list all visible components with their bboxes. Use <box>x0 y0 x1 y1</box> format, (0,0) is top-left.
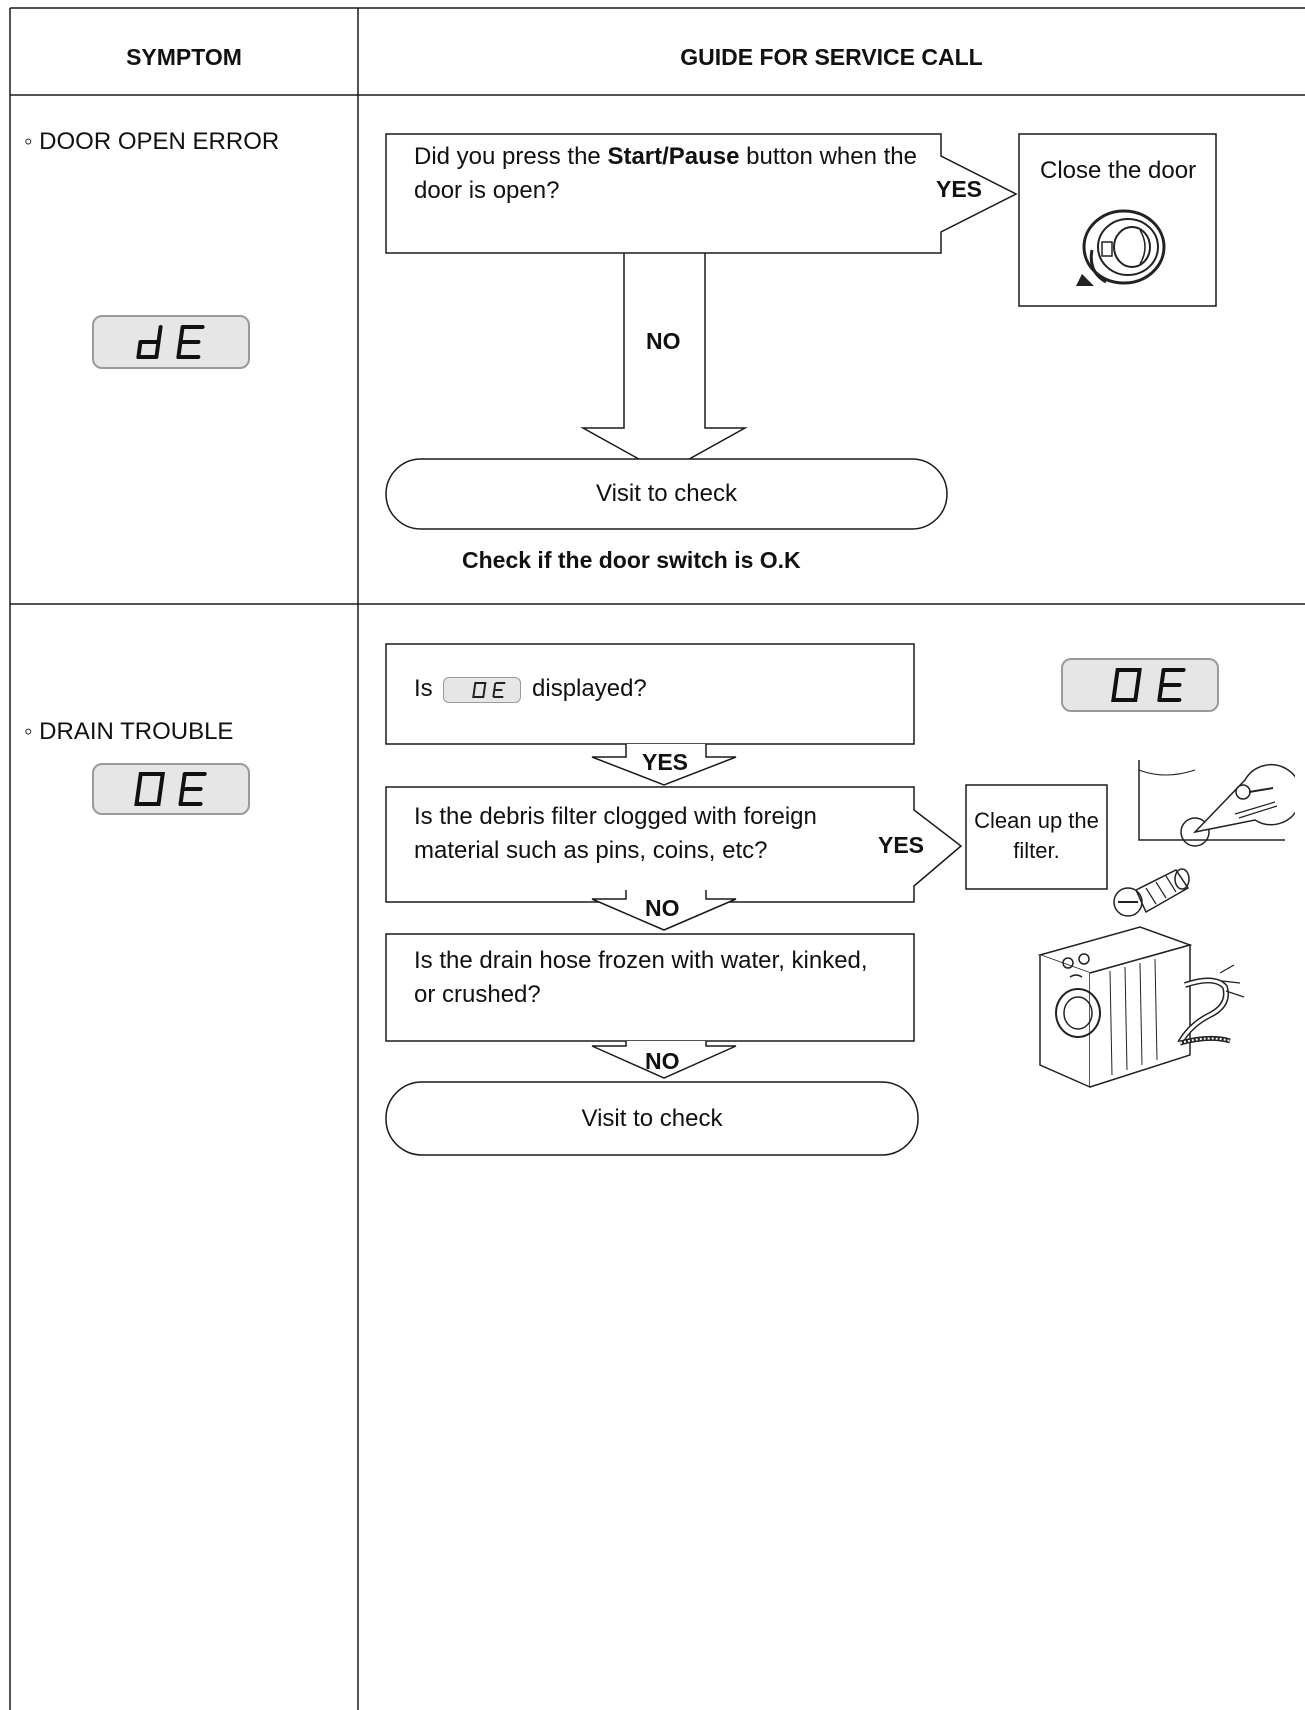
display-de <box>92 315 250 369</box>
door-switch-note: Check if the door switch is O.K <box>462 547 801 573</box>
door-no-label: NO <box>646 328 681 354</box>
drain-question-1: Is displayed? <box>414 675 647 703</box>
display-oe-left <box>92 763 250 815</box>
filter-housing-icon <box>1138 760 1295 847</box>
seven-seg-oe-right-icon <box>1111 668 1186 702</box>
drain-question-3: Is the drain hose frozen with water, kin… <box>414 947 868 1008</box>
close-door-action: Close the door <box>1040 157 1197 184</box>
seven-seg-de-icon <box>136 325 205 359</box>
seven-seg-oe-icon <box>134 772 207 806</box>
inline-oe-display <box>443 676 522 703</box>
symptom-header: SYMPTOM <box>126 44 242 70</box>
door-question: Did you press the Start/Pause button whe… <box>414 143 917 204</box>
washing-machine-icon <box>1037 926 1245 1089</box>
drain-no-label-1: NO <box>645 895 680 921</box>
filter-part-icon <box>1113 868 1190 917</box>
door-yes-label: YES <box>936 176 983 202</box>
drain-question-2: Is the debris filter clogged with foreig… <box>414 803 817 864</box>
guide-header: GUIDE FOR SERVICE CALL <box>680 44 983 70</box>
drain-yes-label-1: YES <box>642 749 689 775</box>
display-oe-right <box>1061 658 1219 712</box>
drain-no-label-2: NO <box>645 1048 680 1074</box>
inline-oe-seg-icon <box>472 681 506 698</box>
door-icon <box>1076 209 1166 286</box>
symptom-drain-trouble: ◦ DRAIN TROUBLE <box>24 718 234 745</box>
symptom-door-open-error: ◦ DOOR OPEN ERROR <box>24 128 280 155</box>
drain-yes-label-2: YES <box>878 832 925 858</box>
door-visit-to-check: Visit to check <box>596 480 737 507</box>
drain-visit-to-check: Visit to check <box>581 1105 723 1132</box>
clean-filter-action: Clean up the filter. <box>974 808 1099 863</box>
